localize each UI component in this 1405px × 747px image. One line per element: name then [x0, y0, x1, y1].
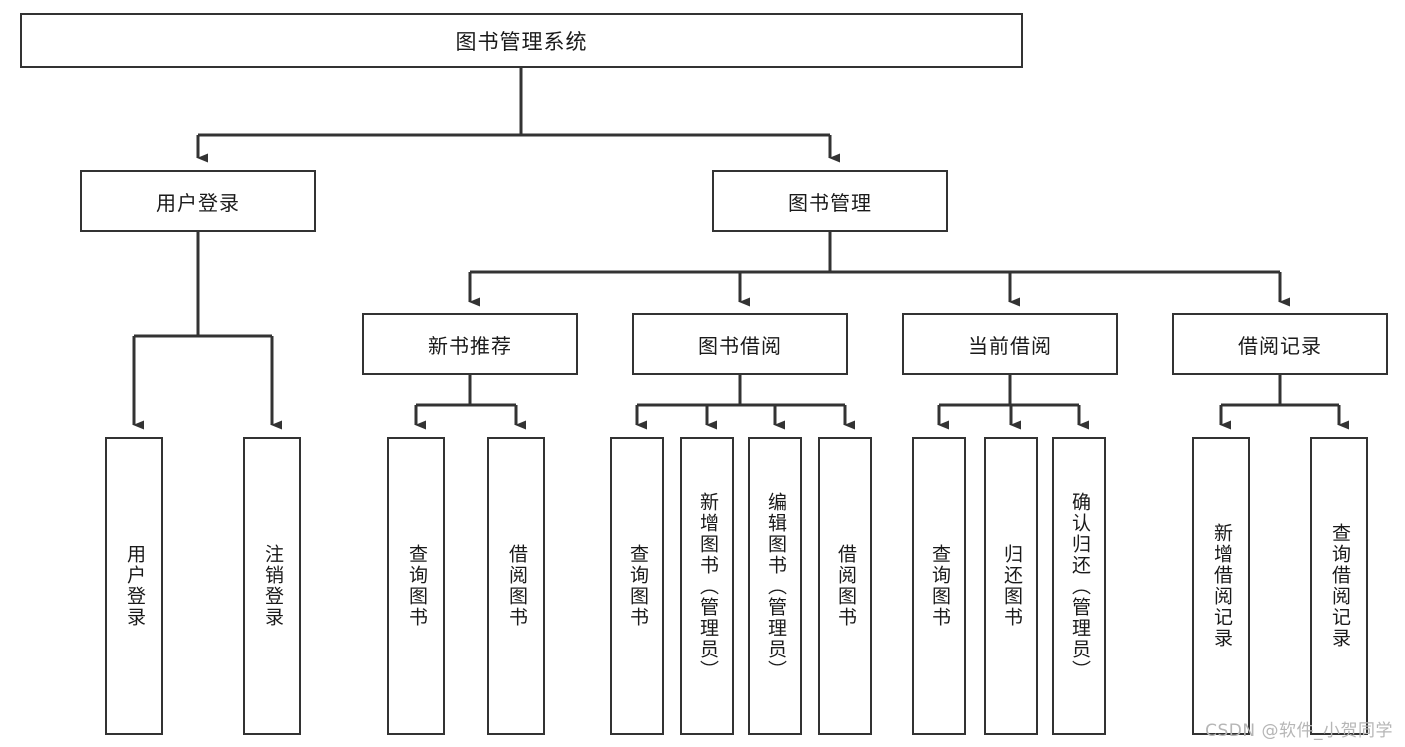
- node-leaf-add-borrow-record-label: 新增借阅记录: [1210, 523, 1233, 649]
- node-user-login[interactable]: 用户登录: [80, 170, 316, 232]
- node-leaf-return-book-label: 归还图书: [1000, 544, 1023, 628]
- node-borrow-record[interactable]: 借阅记录: [1172, 313, 1388, 375]
- node-new-book-recommend-label: 新书推荐: [428, 333, 512, 358]
- node-root-label: 图书管理系统: [455, 29, 588, 54]
- node-leaf-borrow-book-recommend-label: 借阅图书: [505, 544, 528, 628]
- node-book-borrow-label: 图书借阅: [698, 333, 782, 358]
- node-leaf-logout-login-label: 注销登录: [261, 544, 284, 628]
- node-book-management[interactable]: 图书管理: [712, 170, 948, 232]
- node-leaf-add-book-admin-label: 新增图书（管理员）: [696, 491, 719, 681]
- node-leaf-query-borrow-record-label: 查询借阅记录: [1328, 523, 1351, 649]
- node-leaf-query-book-current[interactable]: 查询图书: [912, 437, 966, 735]
- node-leaf-borrow-book[interactable]: 借阅图书: [818, 437, 872, 735]
- node-book-borrow[interactable]: 图书借阅: [632, 313, 848, 375]
- node-borrow-record-label: 借阅记录: [1238, 333, 1322, 358]
- node-leaf-query-book-borrow[interactable]: 查询图书: [610, 437, 664, 735]
- node-leaf-add-borrow-record[interactable]: 新增借阅记录: [1192, 437, 1250, 735]
- node-current-borrow-label: 当前借阅: [968, 333, 1052, 358]
- node-leaf-query-book-borrow-label: 查询图书: [626, 544, 649, 628]
- node-leaf-edit-book-admin[interactable]: 编辑图书（管理员）: [748, 437, 802, 735]
- node-root-system[interactable]: 图书管理系统: [20, 13, 1023, 68]
- node-leaf-add-book-admin[interactable]: 新增图书（管理员）: [680, 437, 734, 735]
- csdn-watermark: CSDN @软件_小贺同学: [1205, 721, 1393, 741]
- node-new-book-recommend[interactable]: 新书推荐: [362, 313, 578, 375]
- node-leaf-user-login[interactable]: 用户登录: [105, 437, 163, 735]
- node-leaf-query-borrow-record[interactable]: 查询借阅记录: [1310, 437, 1368, 735]
- node-leaf-confirm-return-admin-label: 确认归还（管理员）: [1068, 491, 1091, 681]
- node-leaf-query-book-recommend-label: 查询图书: [405, 544, 428, 628]
- node-leaf-logout-login[interactable]: 注销登录: [243, 437, 301, 735]
- node-leaf-edit-book-admin-label: 编辑图书（管理员）: [764, 491, 787, 681]
- node-user-login-label: 用户登录: [156, 190, 240, 215]
- node-leaf-borrow-book-recommend[interactable]: 借阅图书: [487, 437, 545, 735]
- node-current-borrow[interactable]: 当前借阅: [902, 313, 1118, 375]
- node-leaf-user-login-label: 用户登录: [123, 544, 146, 628]
- node-leaf-confirm-return-admin[interactable]: 确认归还（管理员）: [1052, 437, 1106, 735]
- node-leaf-borrow-book-label: 借阅图书: [834, 544, 857, 628]
- node-book-management-label: 图书管理: [788, 190, 872, 215]
- node-leaf-query-book-current-label: 查询图书: [928, 544, 951, 628]
- node-leaf-return-book[interactable]: 归还图书: [984, 437, 1038, 735]
- node-leaf-query-book-recommend[interactable]: 查询图书: [387, 437, 445, 735]
